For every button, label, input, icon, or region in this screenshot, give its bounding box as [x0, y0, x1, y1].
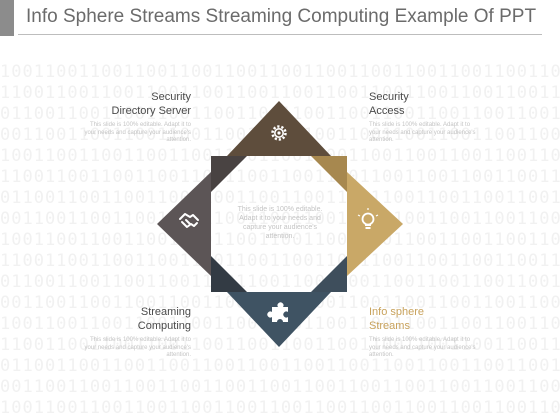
- title-accent-bar: [0, 0, 14, 36]
- connector-bottom-left: [211, 256, 247, 292]
- label-security-directory-server: Security Directory Server: [70, 90, 191, 118]
- connector-top-left: [211, 156, 247, 192]
- connector-top-right: [311, 156, 347, 192]
- title-divider: [18, 34, 542, 35]
- note-security-access: This slide is 100% editable. Adapt it to…: [369, 122, 476, 143]
- note-info-sphere-streams: This slide is 100% editable. Adapt it to…: [369, 337, 476, 358]
- binary-background-pattern: 1001100110011001100110011001100110011001…: [0, 62, 560, 420]
- label-line: Security: [151, 91, 191, 103]
- center-description: This slide is 100% editable. Adapt it to…: [237, 206, 323, 240]
- label-line: Access: [369, 105, 405, 117]
- label-line: Directory Server: [111, 105, 191, 117]
- label-line: Info sphere: [369, 306, 425, 318]
- page-title: Info Sphere Streams Streaming Computing …: [26, 6, 537, 27]
- label-security-access: Security Access: [369, 90, 489, 118]
- segment-bottom: [227, 292, 331, 347]
- segment-right: [347, 172, 403, 276]
- label-streaming-computing: Streaming Computing: [70, 305, 191, 333]
- puzzle-icon: [267, 302, 288, 322]
- gear-icon: [271, 125, 287, 141]
- connector-bottom-right: [311, 256, 347, 292]
- lightbulb-icon: [357, 208, 379, 229]
- label-line: Streaming: [140, 306, 191, 318]
- label-info-sphere-streams: Info sphere Streams: [369, 305, 489, 333]
- note-streaming-computing: This slide is 100% editable. Adapt it to…: [84, 337, 191, 358]
- label-line: Streams: [369, 320, 410, 332]
- handshake-icon: [179, 213, 199, 228]
- label-line: Computing: [137, 320, 191, 332]
- label-line: Security: [369, 91, 409, 103]
- note-security-directory-server: This slide is 100% editable. Adapt it to…: [84, 122, 191, 143]
